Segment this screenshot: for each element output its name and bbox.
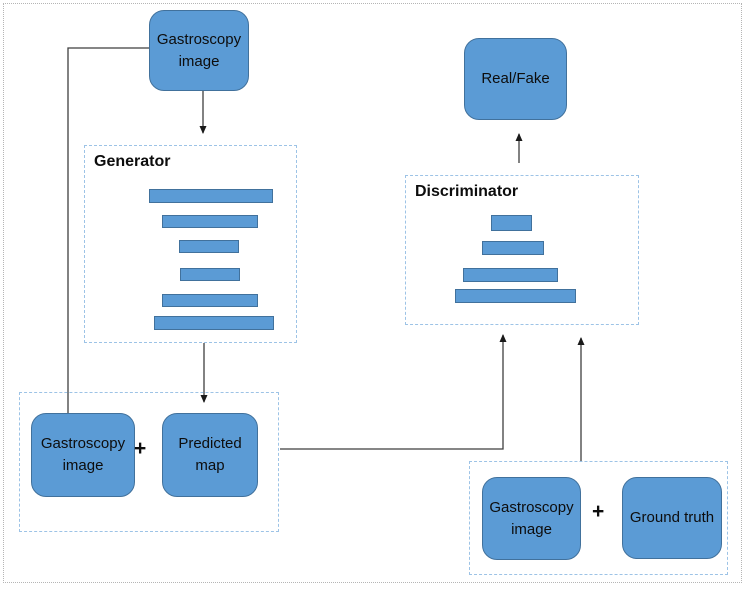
node-predicted-map: Predicted map xyxy=(162,413,258,497)
node-real-fake: Real/Fake xyxy=(464,38,567,120)
node-ground-truth: Ground truth xyxy=(622,477,722,559)
node-predicted-map-label: Predicted map xyxy=(178,435,242,474)
node-ground-truth-label: Ground truth xyxy=(629,509,715,527)
plus-sign-real-pair: + xyxy=(592,500,605,523)
node-gastroscopy-image-right: Gastroscopy image xyxy=(482,477,581,560)
node-gastroscopy-image-left-label: Gastroscopy image xyxy=(40,435,126,474)
node-gastroscopy-image-top-label: Gastroscopy image xyxy=(156,30,242,70)
discriminator-label: Discriminator xyxy=(415,183,519,200)
node-gastroscopy-image-top: Gastroscopy image xyxy=(149,10,249,91)
plus-sign-fake-pair: + xyxy=(134,437,147,460)
generator-group-box: Generator xyxy=(84,145,297,343)
real-pair-group-box xyxy=(469,461,728,575)
discriminator-group-box: Discriminator xyxy=(405,175,639,325)
generator-label: Generator xyxy=(94,153,171,170)
node-gastroscopy-image-left: Gastroscopy image xyxy=(31,413,135,497)
node-real-fake-label: Real/Fake xyxy=(481,70,550,88)
node-gastroscopy-image-right-label: Gastroscopy image xyxy=(489,498,574,538)
fake-pair-group-box xyxy=(19,392,279,532)
connector-fake-pair-to-discriminator xyxy=(280,334,507,450)
connector-input-to-fake-pair xyxy=(67,47,149,413)
